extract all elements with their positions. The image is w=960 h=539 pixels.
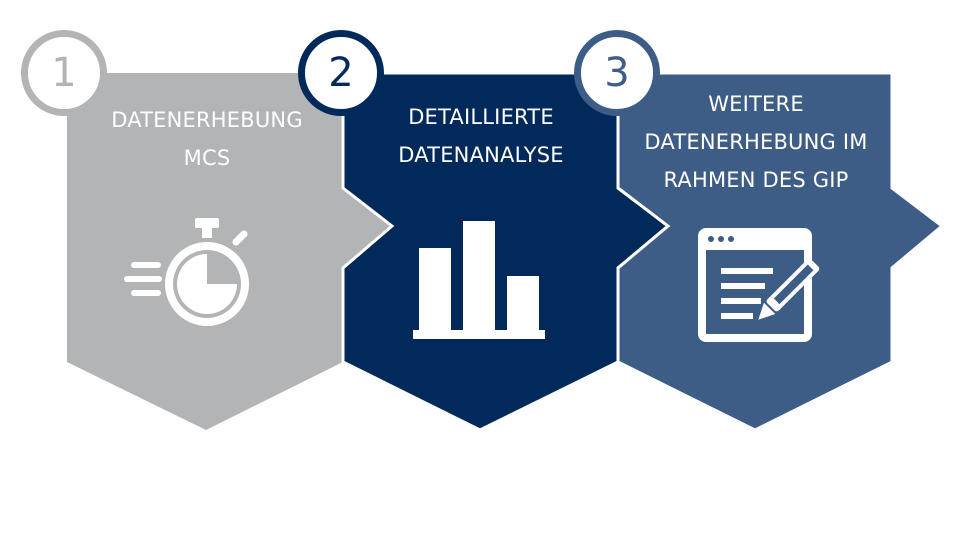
stopwatch-icon xyxy=(124,218,249,326)
step-3-label: WEITERE DATENERHEBUNG IM RAHMEN DES GIP xyxy=(644,92,868,192)
step-3-number: 3 xyxy=(604,50,630,96)
step-2-number-badge: 2 xyxy=(298,30,384,116)
step-1-label: DATENERHEBUNG MCS xyxy=(111,108,303,170)
document-edit-icon xyxy=(698,228,820,342)
step-3-number-badge: 3 xyxy=(574,30,660,116)
step-1-number: 1 xyxy=(51,50,77,96)
step-1-number-badge: 1 xyxy=(21,30,107,116)
step-2-label: DETAILLIERTE DATENANALYSE xyxy=(398,105,564,167)
step-2-number: 2 xyxy=(328,50,354,96)
bar-chart-icon xyxy=(413,221,545,339)
